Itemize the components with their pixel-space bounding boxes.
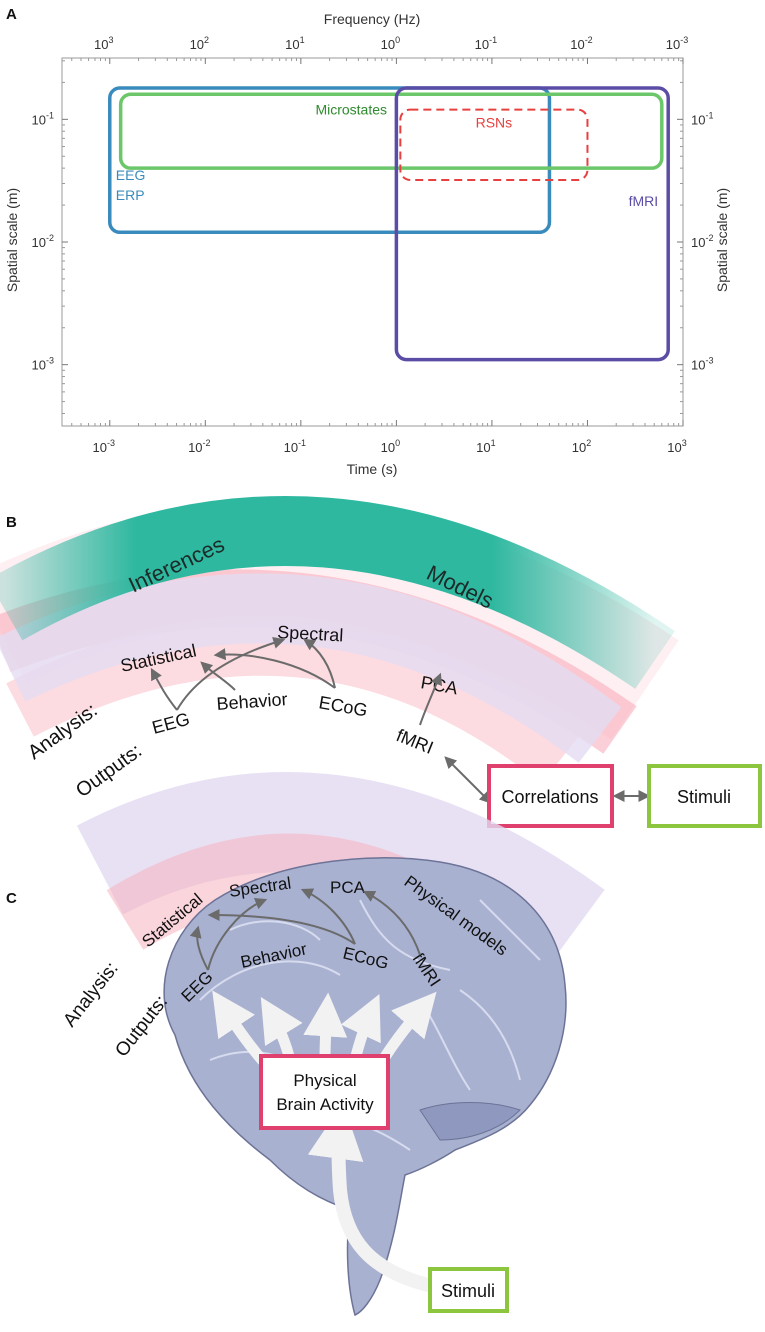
activity-line1: Physical xyxy=(293,1071,356,1090)
y-tick-label: 10-2 xyxy=(32,233,54,250)
activity-line2: Brain Activity xyxy=(276,1095,374,1114)
region-label-eeg: ERP xyxy=(116,187,145,203)
b-outputs-label: Outputs: xyxy=(72,740,146,802)
panel-c-arrows xyxy=(189,888,421,971)
c-outputs-label: Outputs: xyxy=(111,992,172,1062)
x-tick-label: 10-2 xyxy=(188,438,210,455)
x-tick-label: 102 xyxy=(572,438,591,455)
c-analysis-label: Analysis: xyxy=(59,958,122,1031)
stimuli-label-c: Stimuli xyxy=(441,1281,495,1301)
top-tick-label: 102 xyxy=(190,35,209,52)
b-spectral: Spectral xyxy=(277,622,344,645)
c-pca: PCA xyxy=(330,878,366,897)
brain-activity-box xyxy=(259,1054,390,1130)
region-fmri xyxy=(394,86,670,362)
region-microstates xyxy=(118,92,664,170)
b-ecog: ECoG xyxy=(317,692,369,720)
y-tick-label-right: 10-1 xyxy=(691,110,713,127)
stimuli-box-c xyxy=(428,1267,509,1313)
b-fmri: fMRI xyxy=(394,725,437,758)
y-tick-label-right: 10-2 xyxy=(691,233,713,250)
x-tick-label: 10-3 xyxy=(93,438,115,455)
y-tick-label: 10-1 xyxy=(32,110,54,127)
panel-b-arcs xyxy=(0,496,679,784)
top-tick-label: 10-2 xyxy=(570,35,592,52)
panel-c-label: C xyxy=(6,890,17,907)
stimuli-label-b: Stimuli xyxy=(677,787,731,807)
y-tick-label-right: 10-3 xyxy=(691,356,713,373)
x-tick-label: 10-1 xyxy=(284,438,306,455)
panel-b-label: B xyxy=(6,514,17,531)
region-label-microstates: Microstates xyxy=(315,101,387,117)
top-tick-label: 10-1 xyxy=(475,35,497,52)
top-tick-label: 100 xyxy=(381,35,400,52)
top-tick-label: 10-3 xyxy=(666,35,688,52)
correlations-label: Correlations xyxy=(501,787,598,807)
region-rsns xyxy=(399,108,589,182)
y-tick-label: 10-3 xyxy=(32,356,54,373)
region-label-rsns: RSNs xyxy=(476,115,513,131)
scale-regions: EEG ERP Microstates fMRI RSNs xyxy=(108,86,670,362)
region-eeg xyxy=(108,86,552,235)
x-tick-label: 100 xyxy=(381,438,400,455)
correlations-box xyxy=(487,764,614,828)
x-tick-label: 101 xyxy=(476,438,495,455)
bottom-axis-title: Time (s) xyxy=(347,461,398,477)
region-label-fmri: fMRI xyxy=(629,193,659,209)
top-tick-label: 103 xyxy=(94,35,113,52)
b-behavior: Behavior xyxy=(216,689,288,714)
inferences-models-band xyxy=(0,496,675,689)
top-axis-title: Frequency (Hz) xyxy=(324,11,420,27)
axis-ticks: 10-3 10-2 10-1 100 101 102 103 103 102 101 100 10-1… xyxy=(32,35,714,455)
right-axis-title: Spatial scale (m) xyxy=(714,188,730,292)
panel-b-arrows xyxy=(150,637,651,804)
region-label-eeg: EEG xyxy=(116,167,146,183)
x-tick-label: 103 xyxy=(667,438,686,455)
left-axis-title: Spatial scale (m) xyxy=(4,188,20,292)
stimuli-box-b xyxy=(647,764,762,828)
b-eeg: EEG xyxy=(150,709,192,738)
panel-a-label: A xyxy=(6,6,17,23)
top-tick-label: 101 xyxy=(285,35,304,52)
